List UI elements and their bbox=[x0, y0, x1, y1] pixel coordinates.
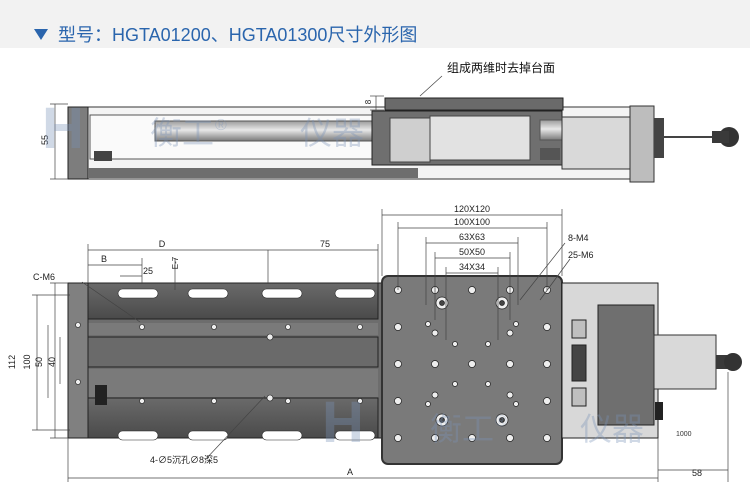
side-dims bbox=[50, 75, 443, 180]
hand-knob-top bbox=[724, 353, 742, 371]
svg-text:H: H bbox=[42, 96, 84, 161]
callout-top-plate: 组成两维时去掉台面 bbox=[447, 60, 555, 75]
dim-40-vertical: 40 bbox=[47, 357, 57, 367]
dimension-drawing: 55 8 组成两维时去掉台面 bbox=[7, 60, 742, 482]
dim-E7: E-7 bbox=[171, 256, 180, 269]
svg-text:仪器: 仪器 bbox=[580, 411, 644, 447]
page-title: 型号：HGTA01200、HGTA01300尺寸外形图 bbox=[58, 25, 418, 45]
guide-rod-top bbox=[87, 336, 379, 368]
svg-text:H: H bbox=[322, 390, 364, 455]
dim-100x100: 100X100 bbox=[454, 217, 490, 227]
svg-text:®: ® bbox=[215, 117, 227, 134]
motor-housing-side bbox=[561, 116, 631, 170]
top-dims bbox=[32, 209, 729, 482]
dim-58: 58 bbox=[692, 468, 702, 478]
dim-A: A bbox=[347, 467, 353, 477]
header-bar bbox=[0, 0, 750, 48]
dim-B: B bbox=[101, 254, 107, 264]
motor-body-top bbox=[597, 304, 655, 426]
dim-8: 8 bbox=[364, 99, 373, 104]
top-view: 1000 bbox=[67, 275, 742, 465]
svg-text:衡工: 衡工 bbox=[150, 115, 214, 151]
dim-100-vertical: 100 bbox=[22, 354, 32, 369]
motor-label: 1000 bbox=[676, 431, 692, 438]
callout-counterbore: 4-∅5沉孔∅8深5 bbox=[150, 455, 218, 465]
upper-rail bbox=[87, 282, 379, 320]
dim-50-vertical: 50 bbox=[34, 357, 44, 367]
dim-120x120: 120X120 bbox=[454, 204, 490, 214]
dim-55: 55 bbox=[40, 135, 50, 145]
table-hole-pattern bbox=[394, 286, 551, 442]
dim-63x63: 63X63 bbox=[459, 232, 485, 242]
side-view bbox=[67, 97, 739, 183]
removable-top-plate bbox=[384, 97, 564, 111]
title-row: 型号：HGTA01200、HGTA01300尺寸外形图 bbox=[34, 22, 417, 46]
motor-box bbox=[653, 334, 717, 390]
callout-25m6: 25-M6 bbox=[568, 250, 594, 260]
callout-cm6: C-M6 bbox=[33, 272, 55, 282]
callout-8m4: 8-M4 bbox=[568, 233, 589, 243]
svg-text:®: ® bbox=[495, 413, 507, 430]
watermark-top: H 衡工 ® 仪器 bbox=[42, 96, 364, 161]
triangle-down-icon bbox=[34, 28, 48, 40]
dim-34x34: 34X34 bbox=[459, 262, 485, 272]
dim-75: 75 bbox=[320, 239, 330, 249]
watermark-bottom: H 衡工 ® 仪器 bbox=[322, 390, 644, 455]
dim-112: 112 bbox=[7, 355, 17, 369]
dim-50x50: 50X50 bbox=[459, 247, 485, 257]
dim-D: D bbox=[159, 239, 166, 249]
dim-25: 25 bbox=[143, 266, 153, 276]
svg-text:衡工: 衡工 bbox=[430, 411, 494, 447]
svg-text:仪器: 仪器 bbox=[300, 115, 364, 151]
